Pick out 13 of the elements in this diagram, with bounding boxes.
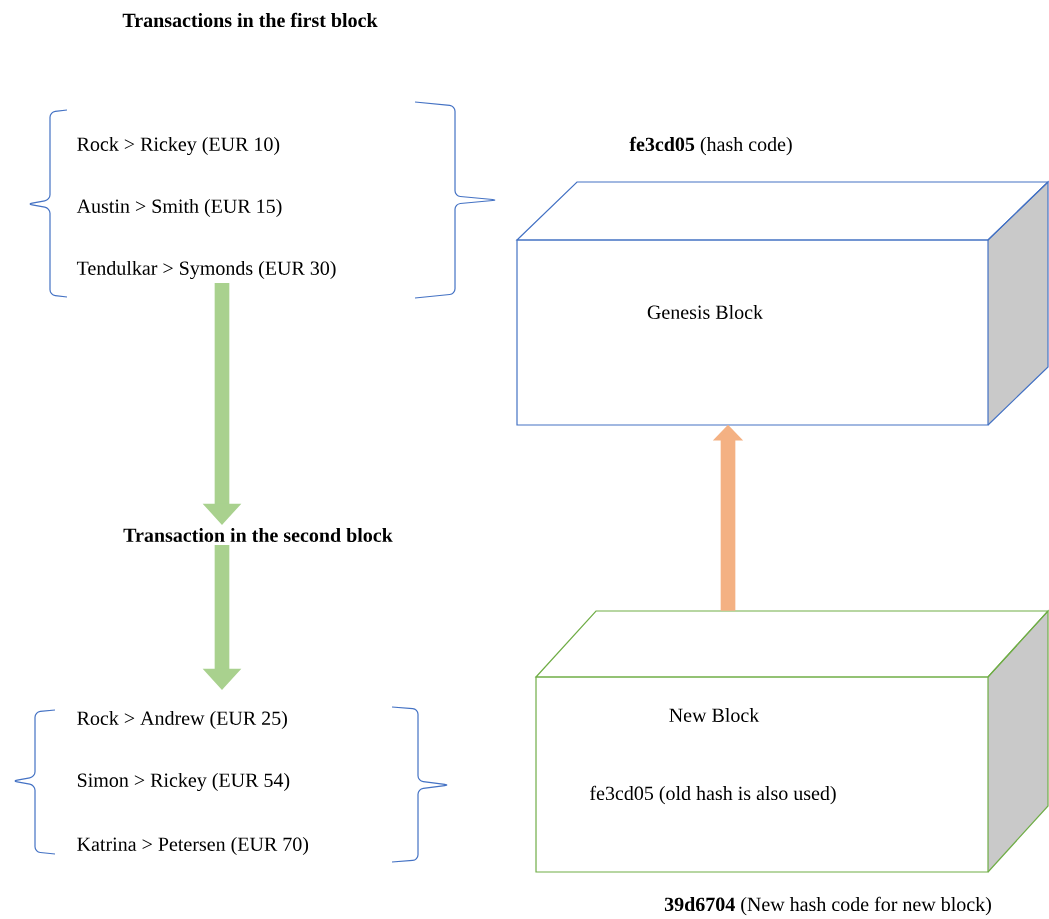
transaction-text: Rock > Rickey (EUR 10): [77, 136, 280, 156]
transaction-text: Simon > Rickey (EUR 54): [77, 772, 290, 792]
hash-label: 39d6704 (New hash code for new block): [664, 896, 991, 916]
block-text: Genesis Block: [647, 304, 764, 319]
heading-text: Transaction in the second block: [123, 527, 393, 542]
block-text: fe3cd05 (old hash is also used): [590, 785, 836, 805]
heading-text: Transactions in the first block: [122, 12, 378, 28]
hash-label: fe3cd05 (hash code): [629, 136, 792, 156]
block-text: New Block: [669, 707, 760, 722]
transaction-text: Rock > Andrew (EUR 25): [77, 710, 287, 730]
transaction-text: Tendulkar > Symonds (EUR 30): [76, 260, 336, 280]
transaction-text: Austin > Smith (EUR 15): [76, 198, 282, 218]
transaction-text: Katrina > Petersen (EUR 70): [77, 836, 309, 856]
